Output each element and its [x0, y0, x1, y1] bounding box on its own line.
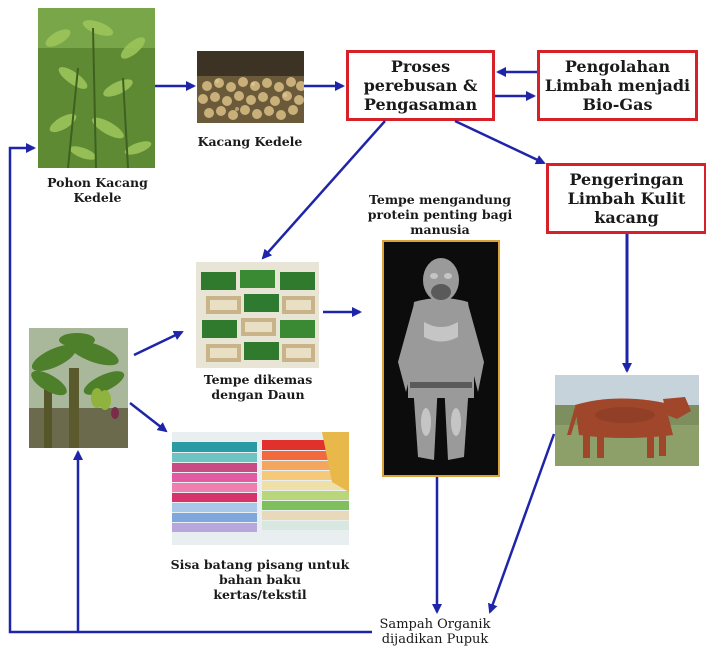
tempe-protein-label: Tempe mengandung protein penting bagi ma… — [367, 192, 513, 237]
arrow-banana-to-textiles — [129, 402, 168, 433]
arrow-banana-to-tempe — [133, 330, 184, 357]
textiles-image — [172, 432, 349, 545]
arrow-process-to-tempe — [261, 120, 386, 260]
soybeans-image — [197, 51, 304, 123]
tempe-leaves-image — [196, 262, 319, 368]
biogas-processing-box: Pengolahan Limbah menjadi Bio-Gas — [537, 50, 698, 121]
soybean-label: Kacang Kedele — [197, 134, 303, 149]
arrow-cow-to-waste — [488, 433, 556, 614]
cow-image — [555, 375, 699, 466]
banana-waste-label: Sisa batang pisang untuk bahan baku kert… — [170, 557, 350, 602]
soybean-plant-label: Pohon Kacang Kedele — [47, 175, 148, 205]
drying-waste-box: Pengeringan Limbah Kulit kacang — [546, 163, 706, 234]
banana-tree-image — [29, 328, 128, 448]
arrow-waste-loop — [8, 143, 372, 634]
tempe-leaves-label: Tempe dikemas dengan Daun — [203, 372, 313, 402]
soybean-plant-image — [38, 8, 155, 168]
arrow-process-to-drying — [454, 119, 546, 165]
human-figure-image — [382, 240, 500, 477]
process-boiling-box: Proses perebusan & Pengasaman — [346, 50, 495, 121]
organic-waste-label: Sampah Organik dijadikan Pupuk — [379, 617, 491, 647]
